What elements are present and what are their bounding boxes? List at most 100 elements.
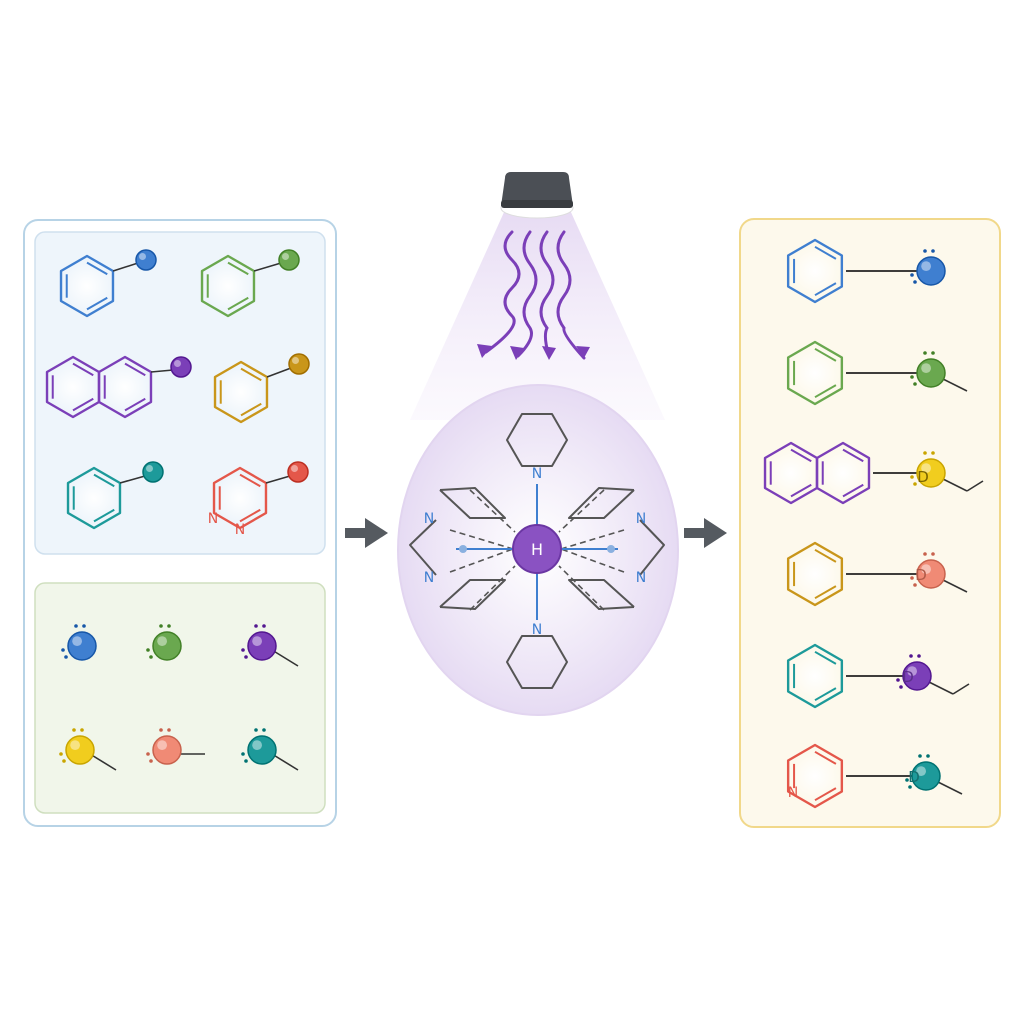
benzene-ring: [200, 254, 256, 318]
radical-ball: [916, 458, 946, 488]
catalyst-n-top: N: [532, 466, 542, 482]
radical-dot: [254, 624, 258, 628]
substituent-ball: [170, 356, 192, 378]
product-alkyl-tail: [942, 579, 968, 593]
radical-dot: [146, 648, 150, 652]
bond: [265, 475, 291, 484]
ball-highlight: [916, 766, 926, 776]
radical-dot: [72, 728, 76, 732]
product-alkyl-tail: [942, 378, 968, 392]
ball-highlight: [921, 261, 931, 271]
radical-species: [247, 735, 277, 765]
coordination-bond: [449, 548, 514, 573]
light-wave-icons: [477, 230, 590, 360]
ball-highlight: [921, 564, 931, 574]
naphthalene-ring-right: [97, 355, 153, 419]
radical-ball: [916, 559, 946, 589]
ball-highlight: [252, 636, 262, 646]
product-alkyl-tail: [952, 683, 970, 695]
radical-dot: [241, 752, 245, 756]
radical-dot: [61, 648, 65, 652]
radical-dot: [899, 685, 903, 689]
product-radical: [902, 661, 932, 691]
ball-highlight: [252, 740, 262, 750]
ring-outline: [200, 254, 256, 318]
radical-dot: [262, 728, 266, 732]
radical-dot: [80, 728, 84, 732]
alkyl-tail: [89, 753, 117, 771]
ring-outline: [786, 541, 844, 607]
coordination-bond: [558, 489, 605, 533]
catalyst-n-left-2: N: [424, 570, 434, 586]
coordination-bond: [560, 529, 625, 550]
ring-glow: [47, 361, 99, 413]
radical-dot: [923, 351, 927, 355]
ring-double-bond: [814, 750, 837, 765]
benzene-ring: [66, 466, 122, 530]
bond: [119, 475, 146, 484]
ring-glow: [788, 749, 842, 803]
ball-highlight: [72, 636, 82, 646]
product-radical-label-4: D: [915, 566, 927, 584]
product-radical: [911, 761, 941, 791]
ring-glow: [817, 447, 869, 499]
reaction-arrow-icon: [345, 518, 388, 548]
product-benzene-ring: [786, 238, 844, 304]
product-radical: [916, 559, 946, 589]
ring-outline: [786, 743, 844, 809]
radical-dot: [923, 552, 927, 556]
ring-glow: [788, 649, 842, 703]
coordination-bond: [449, 529, 514, 550]
left-bridge: [409, 519, 437, 576]
ball-highlight: [139, 253, 146, 260]
coordination-bond: [560, 548, 625, 573]
left-upper-arm: [439, 487, 506, 519]
product-benzene-ring: [786, 340, 844, 406]
radical-dot: [910, 375, 914, 379]
ball-highlight: [157, 740, 168, 750]
radical-dot: [913, 280, 917, 284]
ball-highlight: [70, 740, 80, 750]
radical-dot: [923, 249, 927, 253]
radical-ball: [278, 249, 300, 271]
catalyst-n-right-2: N: [636, 570, 646, 586]
ring-double-bond: [239, 473, 261, 488]
radical-dot: [905, 778, 909, 782]
product-group: [763, 238, 984, 809]
radical-dot: [159, 624, 163, 628]
radical-dot: [74, 624, 78, 628]
ring-glow: [214, 472, 266, 524]
radical-ball: [916, 256, 946, 286]
ring-double-bond: [93, 473, 115, 488]
radical-dot: [159, 728, 163, 732]
radical-dot: [167, 624, 171, 628]
ring-double-bond: [124, 362, 146, 377]
radical-ball: [142, 461, 164, 483]
bond: [150, 369, 174, 373]
alkyl-tail: [271, 753, 299, 771]
radical-species: [65, 735, 95, 765]
radical-ball: [152, 735, 182, 765]
radical-dot: [931, 249, 935, 253]
bottom-pyridine-ring: [506, 635, 568, 689]
ring-double-bond: [814, 585, 837, 600]
radical-dot: [918, 754, 922, 758]
benzene-ring: [213, 360, 269, 424]
ring-double-bond: [86, 296, 108, 311]
donor-atom-right: [607, 545, 615, 553]
ring-glow: [61, 260, 113, 312]
radical-dot: [149, 655, 153, 659]
metal-center: [512, 524, 562, 574]
radical-dot: [931, 351, 935, 355]
ball-highlight: [157, 636, 168, 646]
pyridazine-n-label-1: N: [208, 511, 218, 527]
radical-dot: [931, 451, 935, 455]
radical-ball: [287, 461, 309, 483]
radical-dot: [910, 576, 914, 580]
ball-highlight: [291, 465, 298, 472]
radical-species: [152, 735, 182, 765]
ball-highlight: [146, 465, 153, 472]
ring-outline: [786, 238, 844, 304]
radical-dot: [896, 678, 900, 682]
donor-atom-left: [459, 545, 467, 553]
